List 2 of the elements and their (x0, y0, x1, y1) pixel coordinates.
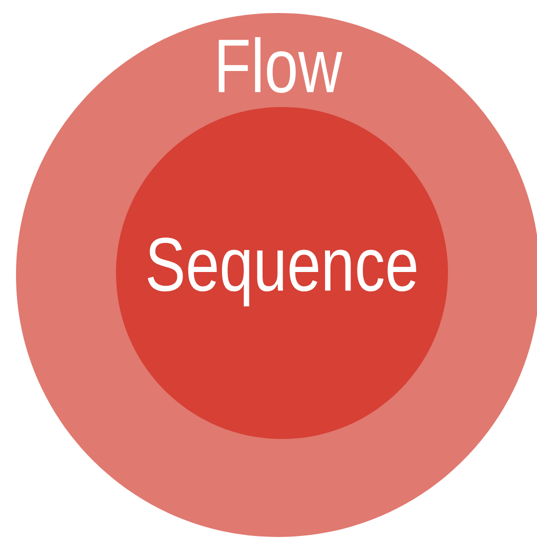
circle-label: Flow (218, 37, 342, 93)
circle-label: Sequence (148, 238, 416, 306)
